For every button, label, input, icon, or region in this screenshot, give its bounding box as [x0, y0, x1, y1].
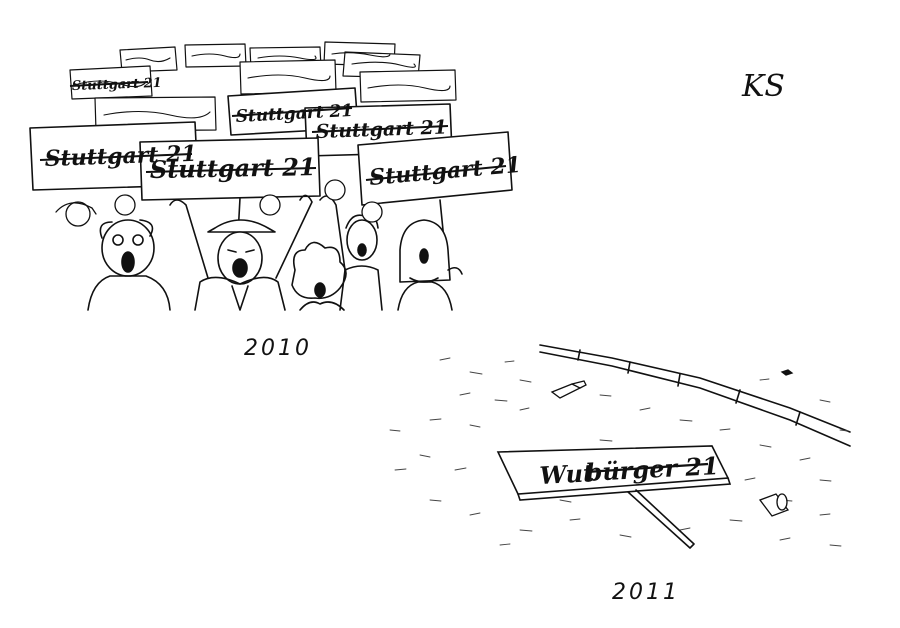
protest-scene: [29, 41, 513, 311]
fallen-sign-text-buerger: bürger 21: [585, 451, 720, 487]
year-label-2010: 2010: [244, 336, 312, 361]
litter-scrap: [780, 369, 794, 376]
protest-sign-5: [357, 131, 513, 206]
sign-strikethroughs: [39, 81, 507, 181]
protester-woman: [397, 219, 463, 311]
fallen-sign-pole: [627, 489, 695, 549]
protester-left: [87, 219, 171, 311]
curb: [539, 344, 851, 447]
aftermath-scene: [389, 344, 851, 549]
protester-hat: [169, 194, 313, 311]
fallen-sign-text-wut: Wut: [539, 458, 595, 490]
can-trash: [758, 493, 790, 517]
crowd-heads-back: [55, 179, 383, 227]
artist-signature: KS: [741, 69, 785, 104]
bottle-trash: [550, 380, 587, 399]
year-label-2011: 2011: [612, 580, 680, 605]
sign-text: Stuttgart 21: [72, 76, 162, 94]
protester-curly: [291, 241, 347, 311]
fallen-sign-strikethrough: [585, 462, 709, 474]
